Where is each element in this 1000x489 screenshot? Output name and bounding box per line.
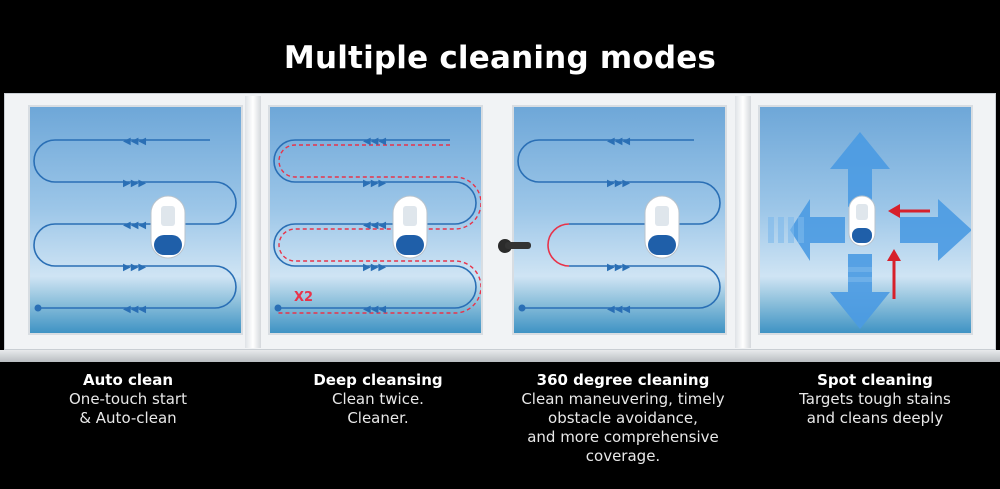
mode-desc-line: Clean maneuvering, timely <box>521 390 725 408</box>
svg-text:▶▶▶: ▶▶▶ <box>363 262 386 273</box>
svg-text:▶▶▶: ▶▶▶ <box>123 262 146 273</box>
svg-text:◀◀◀: ◀◀◀ <box>123 304 146 315</box>
caption-auto-clean: Auto clean One-touch start & Auto-clean <box>8 371 248 428</box>
page-title: Multiple cleaning modes <box>283 40 717 76</box>
spot-cleaning-illustration <box>758 105 973 335</box>
mode-desc-line: One-touch start <box>69 390 187 408</box>
svg-text:◀◀◀: ◀◀◀ <box>363 136 386 147</box>
x2-badge: X2 <box>294 290 313 305</box>
mode-name: Spot cleaning <box>817 371 933 389</box>
auto-clean-illustration: ◀◀◀ ▶▶▶ ◀◀◀ ▶▶▶ ◀◀◀ <box>28 105 243 335</box>
window-sill <box>0 350 1000 362</box>
mode-desc-line: and more comprehensive <box>527 428 719 446</box>
svg-text:◀◀◀: ◀◀◀ <box>363 304 386 315</box>
svg-text:◀◀◀: ◀◀◀ <box>607 136 630 147</box>
svg-text:▶▶▶: ▶▶▶ <box>123 178 146 189</box>
window-mullion <box>245 96 261 348</box>
arrow-down-icon <box>830 254 890 329</box>
svg-text:◀◀◀: ◀◀◀ <box>123 136 146 147</box>
spot-marker-icon <box>892 209 930 299</box>
svg-text:◀◀◀: ◀◀◀ <box>363 220 386 231</box>
caption-360-degree: 360 degree cleaning Clean maneuvering, t… <box>503 371 743 466</box>
robot-icon <box>150 195 186 259</box>
mode-desc-line: and cleans deeply <box>806 409 944 427</box>
mode-name: Deep cleansing <box>313 371 443 389</box>
robot-icon <box>848 195 876 247</box>
svg-text:▶▶▶: ▶▶▶ <box>363 178 386 189</box>
robot-icon <box>392 195 428 259</box>
svg-text:◀◀◀: ◀◀◀ <box>607 304 630 315</box>
window-mullion <box>735 96 751 348</box>
mode-desc-line: obstacle avoidance, <box>548 409 698 427</box>
mode-desc-line: Targets tough stains <box>799 390 951 408</box>
window-handle-icon <box>498 239 531 253</box>
arrow-up-icon <box>830 132 890 207</box>
caption-spot-cleaning: Spot cleaning Targets tough stains and c… <box>755 371 995 428</box>
mode-desc-line: coverage. <box>585 447 661 465</box>
caption-deep-cleansing: Deep cleansing Clean twice. Cleaner. <box>258 371 498 428</box>
svg-text:▶▶▶: ▶▶▶ <box>607 262 630 273</box>
mode-desc-line: & Auto-clean <box>79 409 177 427</box>
deep-cleansing-illustration: X2 ◀◀◀ ▶▶▶ ◀◀◀ ▶▶▶ ◀◀◀ <box>268 105 483 335</box>
degree-360-illustration: ◀◀◀ ▶▶▶ ▶▶▶ ◀◀◀ <box>512 105 727 335</box>
svg-text:◀◀◀: ◀◀◀ <box>123 220 146 231</box>
mode-name: Auto clean <box>83 371 173 389</box>
arrow-left-icon <box>790 199 845 261</box>
mode-desc-line: Clean twice. <box>332 390 424 408</box>
mode-name: 360 degree cleaning <box>536 371 710 389</box>
mode-desc-line: Cleaner. <box>347 409 409 427</box>
svg-text:▶▶▶: ▶▶▶ <box>607 178 630 189</box>
arrow-right-icon <box>900 199 971 261</box>
robot-icon <box>644 195 680 259</box>
